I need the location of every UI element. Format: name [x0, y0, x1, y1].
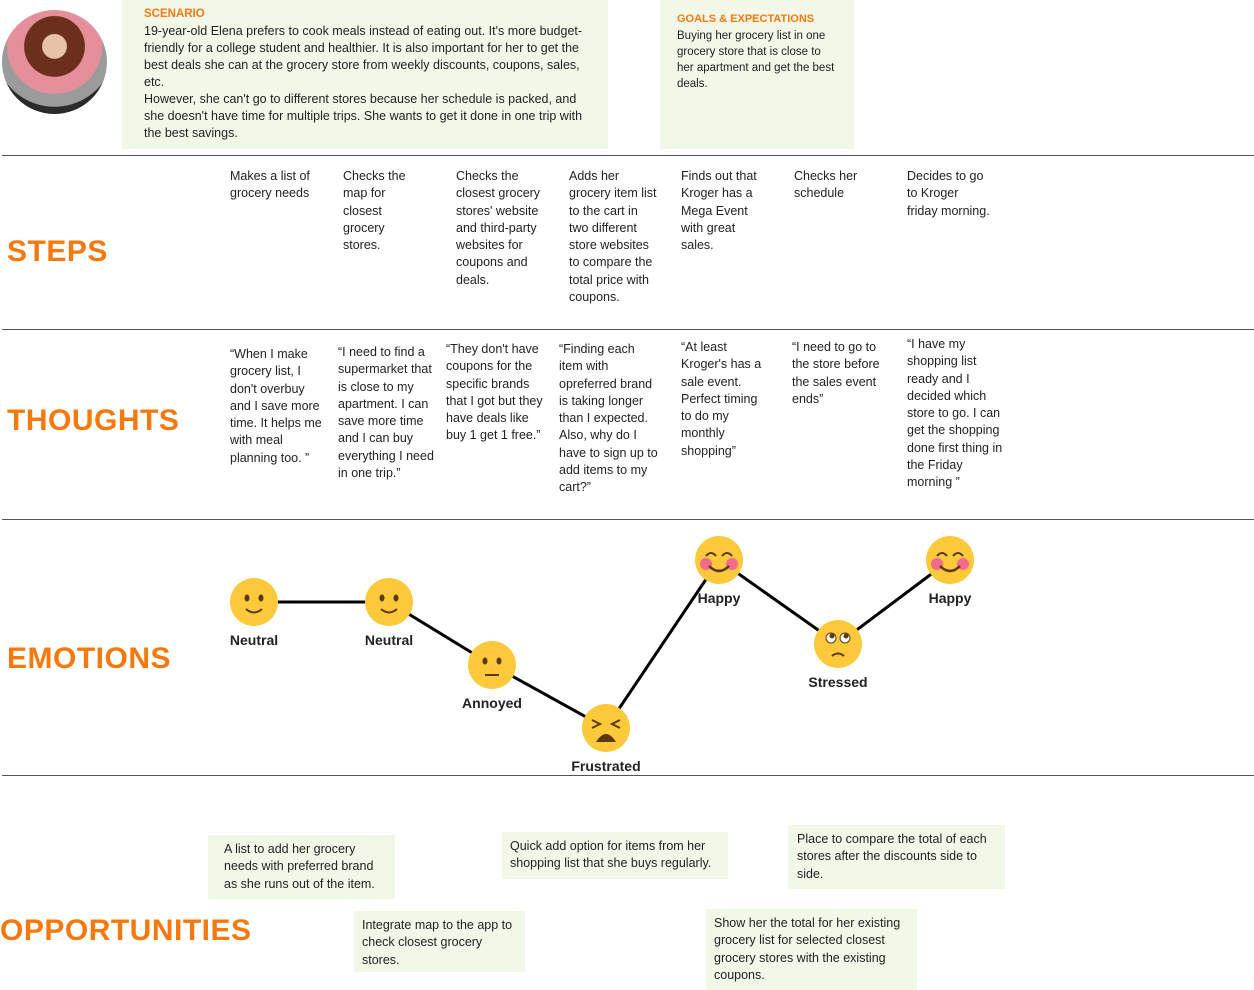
- emotion-label: Neutral: [229, 632, 279, 648]
- expressionless-face-icon: [468, 641, 516, 689]
- divider: [2, 329, 1254, 330]
- emotion-label: Stressed: [808, 674, 868, 690]
- scenario-text: 19-year-old Elena prefers to cook meals …: [144, 24, 583, 140]
- smiling-blush-face-icon: [695, 536, 743, 584]
- section-thoughts: THOUGHTS: [7, 404, 180, 437]
- thought-item: “They don't have coupons for the specifi…: [446, 342, 543, 443]
- emotion-label: Happy: [928, 590, 972, 606]
- thought-item: “I need to go to the store before the sa…: [792, 340, 880, 406]
- opportunity-card: Integrate map to the app to check closes…: [354, 911, 525, 972]
- opportunity-card: Show her the total for her existing groc…: [706, 909, 917, 990]
- step-item: Finds out that Kroger has a Mega Event w…: [681, 169, 757, 253]
- smiling-blush-face-icon: [926, 536, 974, 584]
- goals-title: GOALS & EXPECTATIONS: [677, 13, 815, 25]
- opportunity-card: Place to compare the total of each store…: [788, 825, 1005, 889]
- divider: [2, 519, 1254, 520]
- weary-face-icon: [582, 704, 630, 752]
- scenario-title: SCENARIO: [144, 8, 205, 20]
- step-item: Decides to go to Kroger friday morning.: [907, 169, 990, 218]
- emotion-label: Happy: [697, 590, 741, 606]
- thought-item: “At least Kroger's has a sale event. Per…: [681, 340, 762, 458]
- persona-avatar: [2, 10, 107, 114]
- section-emotions: EMOTIONS: [7, 642, 172, 675]
- thought-item: “When I make grocery list, I don't overb…: [230, 347, 322, 465]
- thought-item: “I need to find a supermarket that is cl…: [338, 345, 434, 481]
- opportunity-card: Quick add option for items from her shop…: [502, 832, 728, 879]
- thought-item: “Finding each item with opreferred brand…: [559, 342, 658, 495]
- goals-text: Buying her grocery list in one grocery s…: [677, 30, 835, 90]
- scenario-card: SCENARIO 19-year-old Elena prefers to co…: [122, 0, 608, 149]
- step-item: Adds her grocery item list to the cart i…: [569, 169, 657, 305]
- step-item: Checks the closest grocery stores' websi…: [456, 169, 541, 287]
- neutral-face-icon: [230, 578, 278, 626]
- worried-face-icon: [814, 620, 862, 668]
- step-item: Checks her schedule: [794, 169, 858, 201]
- emotion-label: Frustrated: [571, 758, 641, 774]
- goals-card: GOALS & EXPECTATIONS Buying her grocery …: [660, 0, 854, 149]
- divider: [2, 155, 1254, 156]
- emotion-label: Annoyed: [462, 695, 522, 711]
- section-opportunities: OPPORTUNITIES: [0, 914, 252, 947]
- section-steps: STEPS: [7, 235, 108, 268]
- emotion-label: Neutral: [364, 632, 414, 648]
- neutral-face-icon: [365, 578, 413, 626]
- step-item: Makes a list of grocery needs: [230, 169, 310, 201]
- step-item: Checks the map for closest grocery store…: [343, 169, 406, 253]
- divider: [2, 775, 1254, 776]
- thought-item: “I have my shopping list ready and I dec…: [907, 337, 1003, 490]
- opportunity-card: A list to add her grocery needs with pre…: [208, 835, 395, 899]
